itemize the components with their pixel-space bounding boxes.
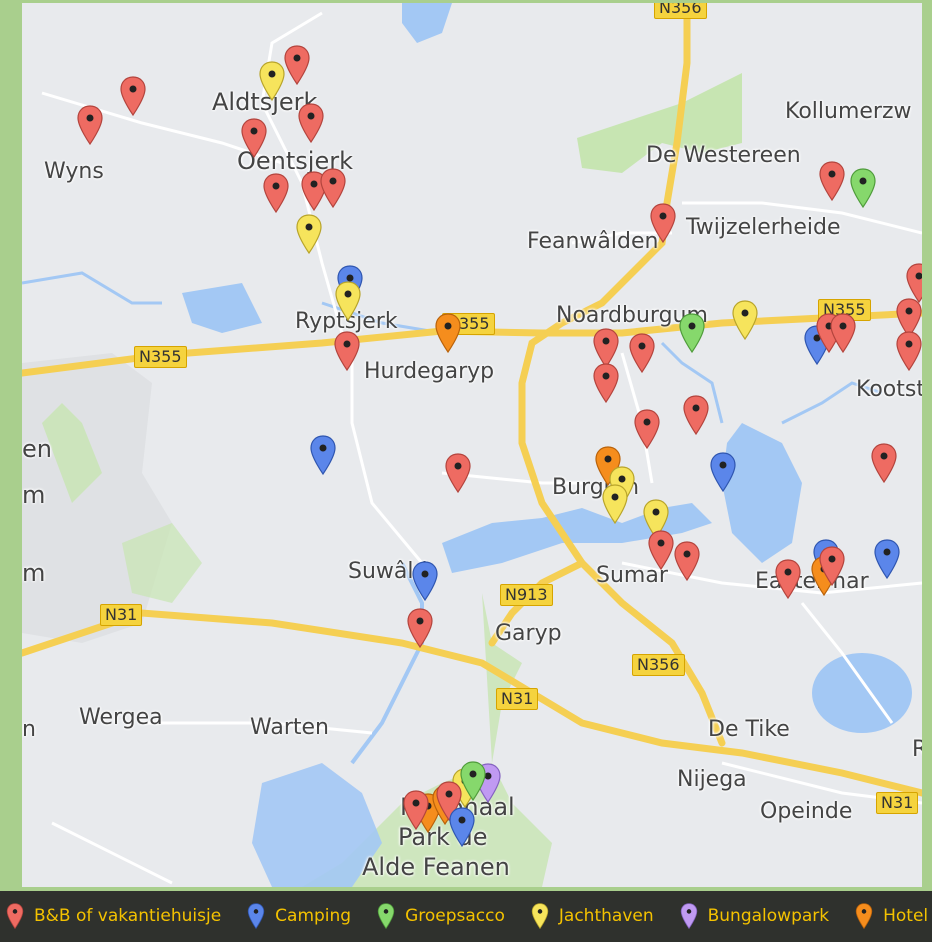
bnb-marker-icon[interactable] — [403, 790, 429, 830]
legend-label-camping: Camping — [275, 906, 352, 926]
road-shield-n355-left: N355 — [134, 346, 187, 368]
bnb-marker-icon[interactable] — [593, 363, 619, 403]
bnb-marker-icon[interactable] — [241, 118, 267, 158]
road-shield-n356-top: N356 — [654, 3, 707, 19]
legend-item-camping[interactable]: Camping — [247, 903, 351, 929]
place-wyns: Wyns — [44, 159, 104, 184]
road-shield-n913: N913 — [500, 584, 553, 606]
jachthaven-marker-icon — [531, 903, 549, 929]
legend-label-jachthaven: Jachthaven — [558, 906, 654, 926]
bungalowpark-marker-icon — [680, 903, 697, 929]
legend-label-bungalowpark: Bungalowpark — [707, 906, 830, 926]
bnb-marker-icon[interactable] — [830, 313, 856, 353]
bnb-marker-icon[interactable] — [334, 331, 360, 371]
legend-label-groepsacco: Groepsacco — [405, 906, 505, 926]
legend-label-bnb: B&B of vakantiehuisje — [34, 906, 222, 926]
jachthaven-marker-icon[interactable] — [335, 281, 361, 321]
bnb-marker-icon[interactable] — [77, 105, 103, 145]
place-sumar: Sumar — [596, 563, 668, 588]
bnb-marker-icon[interactable] — [906, 263, 922, 303]
place-edge-n: n — [22, 717, 36, 742]
road-shield-n31-left: N31 — [100, 604, 143, 626]
place-nijega: Nijega — [677, 767, 747, 792]
bnb-marker-icon[interactable] — [263, 173, 289, 213]
bnb-marker-icon[interactable] — [775, 559, 801, 599]
jachthaven-marker-icon[interactable] — [732, 300, 758, 340]
place-hurdegaryp: Hurdegaryp — [364, 359, 495, 384]
legend-item-bnb[interactable]: B&B of vakantiehuisje — [6, 903, 221, 929]
map-base — [22, 3, 922, 887]
jachthaven-marker-icon[interactable] — [296, 214, 322, 254]
hotel-marker-icon[interactable] — [595, 446, 621, 486]
bnb-marker-icon[interactable] — [674, 541, 700, 581]
road-shield-n31-right: N31 — [876, 792, 919, 814]
groepsacco-marker-icon[interactable] — [850, 168, 876, 208]
bnb-marker-icon[interactable] — [650, 203, 676, 243]
place-edge-en: en — [22, 435, 52, 463]
place-de-tike: De Tike — [708, 717, 790, 742]
bnb-marker-icon[interactable] — [819, 546, 845, 586]
bnb-marker-icon[interactable] — [819, 161, 845, 201]
place-kollumerzw: Kollumerzw — [785, 99, 912, 124]
camping-marker-icon[interactable] — [710, 452, 736, 492]
road-shield-n31-mid: N31 — [496, 688, 539, 710]
bnb-marker-icon[interactable] — [298, 103, 324, 143]
place-edge-m1: m — [22, 481, 46, 509]
groepsacco-marker-icon[interactable] — [460, 761, 486, 801]
bnb-marker-icon[interactable] — [593, 328, 619, 368]
legend-item-groepsacco[interactable]: Groepsacco — [377, 903, 505, 929]
hotel-marker-icon — [855, 903, 873, 929]
legend-item-bungalowpark[interactable]: Bungalowpark — [680, 903, 830, 929]
bnb-marker-icon[interactable] — [683, 395, 709, 435]
road-shield-n356: N356 — [632, 654, 685, 676]
bnb-marker-icon — [6, 903, 24, 929]
place-de-westereen: De Westereen — [646, 143, 801, 168]
place-edge-m2: m — [22, 559, 46, 587]
legend-items: B&B of vakantiehuisje Camping Groepsacco… — [6, 903, 932, 929]
map[interactable]: Aldtsjerk Oentsjerk Wyns Kollumerzw De W… — [22, 3, 922, 887]
place-warten: Warten — [250, 715, 329, 740]
hotel-marker-icon[interactable] — [435, 313, 461, 353]
place-kootst: Kootst — [856, 377, 922, 402]
camping-marker-icon — [247, 903, 265, 929]
bnb-marker-icon[interactable] — [648, 530, 674, 570]
jachthaven-marker-icon[interactable] — [259, 61, 285, 101]
camping-marker-icon[interactable] — [874, 539, 900, 579]
camping-marker-icon[interactable] — [310, 435, 336, 475]
legend-item-jachthaven[interactable]: Jachthaven — [531, 903, 654, 929]
legend-bar: B&B of vakantiehuisje Camping Groepsacco… — [0, 891, 932, 942]
place-opeinde: Opeinde — [760, 799, 853, 824]
bnb-marker-icon[interactable] — [871, 443, 897, 483]
place-alde-feanen: Alde Feanen — [362, 853, 510, 881]
legend-item-hotel[interactable]: Hotel — [855, 903, 928, 929]
place-feanwalden: Feanwâlden — [527, 229, 659, 254]
legend-label-hotel: Hotel — [883, 906, 929, 926]
place-twijzelerheide: Twijzelerheide — [686, 215, 841, 240]
bnb-marker-icon[interactable] — [320, 168, 346, 208]
camping-marker-icon[interactable] — [449, 807, 475, 847]
bnb-marker-icon[interactable] — [445, 453, 471, 493]
place-wergea: Wergea — [79, 705, 163, 730]
bnb-marker-icon[interactable] — [629, 333, 655, 373]
bnb-marker-icon[interactable] — [284, 45, 310, 85]
bnb-marker-icon[interactable] — [896, 331, 922, 371]
groepsacco-marker-icon[interactable] — [679, 313, 705, 353]
groepsacco-marker-icon — [377, 903, 395, 929]
place-edge-r: R — [912, 737, 922, 762]
bnb-marker-icon[interactable] — [120, 76, 146, 116]
camping-marker-icon[interactable] — [412, 561, 438, 601]
bnb-marker-icon[interactable] — [407, 608, 433, 648]
jachthaven-marker-icon[interactable] — [602, 484, 628, 524]
place-eastermar: Eastermar — [755, 569, 869, 594]
bnb-marker-icon[interactable] — [436, 781, 462, 821]
bnb-marker-icon[interactable] — [634, 409, 660, 449]
place-garyp: Garyp — [495, 621, 562, 646]
